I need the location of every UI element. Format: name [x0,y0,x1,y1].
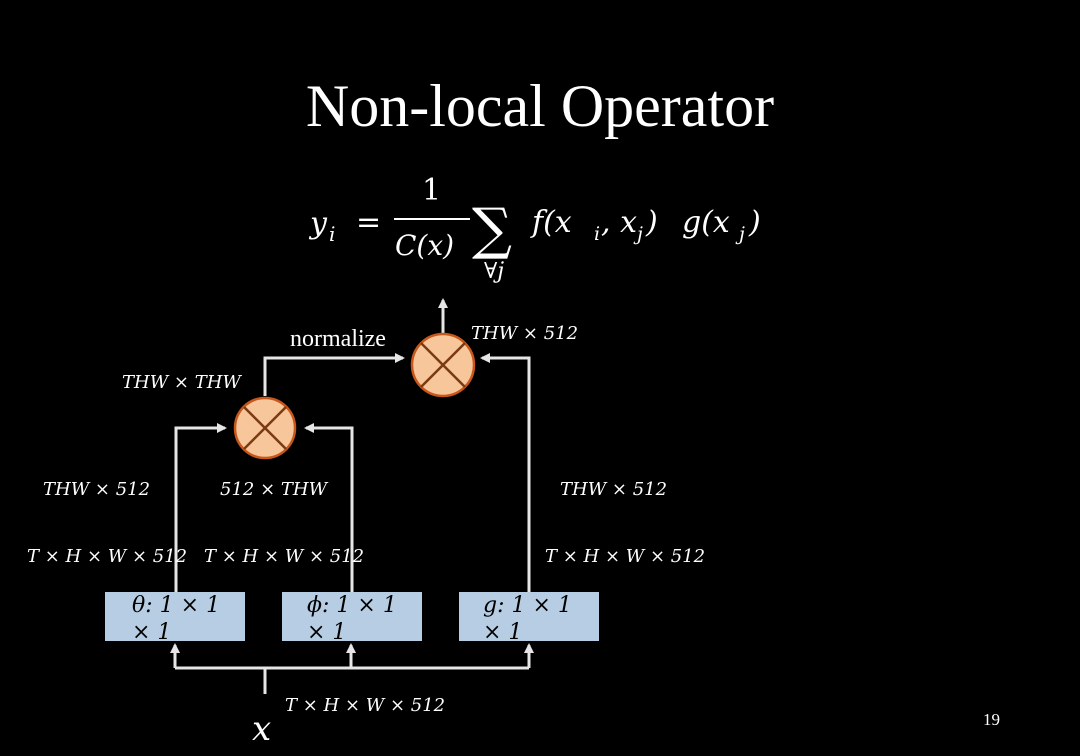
theta-to-mult1-arrow [174,423,227,592]
mult2-output-dims: THW × 512 [471,323,578,344]
slide-title: Non-local Operator [305,73,775,139]
formula-sum-symbol: ∑ [472,197,512,262]
input-dims: T × H × W × 512 [285,695,445,716]
formula-pairwise: f(x [530,205,572,240]
formula-pairwise-mid: , x [601,205,637,240]
g-box: g: 1 × 1 × 1 [459,592,599,645]
phi-box-label-2: × 1 [307,620,346,645]
g-reshaped-dims: THW × 512 [560,479,667,500]
theta-box-label-2: × 1 [132,620,171,645]
formula-pairwise-close: ) [645,205,658,240]
formula-pairwise-sub2: j [633,223,643,245]
formula-unary: g(x [682,205,730,240]
phi-to-mult1-arrow [304,423,354,592]
formula-lhs-sub: i [329,222,335,246]
mult1-output-dims: THW × THW [122,372,242,393]
g-box-label: g: 1 × 1 [483,593,572,618]
mult1-to-mult2-arrow [263,353,405,396]
formula-unary-close: ) [748,205,761,240]
g-box-label-2: × 1 [483,620,522,645]
g-to-mult2-arrow [480,353,531,592]
formula-numerator: 1 [422,173,441,208]
page-number: 19 [983,710,1000,729]
theta-reshaped-dims: THW × 512 [43,479,150,500]
matrix-multiply-icon [233,396,297,460]
phi-box: ϕ: 1 × 1 × 1 [282,592,422,645]
g-output-dims: T × H × W × 512 [545,546,705,567]
formula-denominator: C(x) [395,229,454,262]
formula-sum-index: ∀j [484,259,504,284]
normalize-label: normalize [290,326,386,352]
theta-output-dims: T × H × W × 512 [27,546,187,567]
theta-box: θ: 1 × 1 × 1 [105,592,245,645]
phi-box-label: ϕ: 1 × 1 [307,593,397,618]
matrix-multiply-icon [410,332,476,398]
theta-box-label: θ: 1 × 1 [132,593,220,618]
formula-equals: = [356,205,381,240]
phi-output-dims: T × H × W × 512 [204,546,364,567]
formula-pairwise-sub1: i [594,223,600,245]
formula-lhs: y [308,206,328,241]
phi-reshaped-dims: 512 × THW [220,479,329,500]
input-label: x [252,709,271,749]
formula-unary-sub: j [735,223,745,245]
formula: y i = 1 C(x) ∑ ∀j f(x i , x j ) g(x j ) [308,173,761,284]
